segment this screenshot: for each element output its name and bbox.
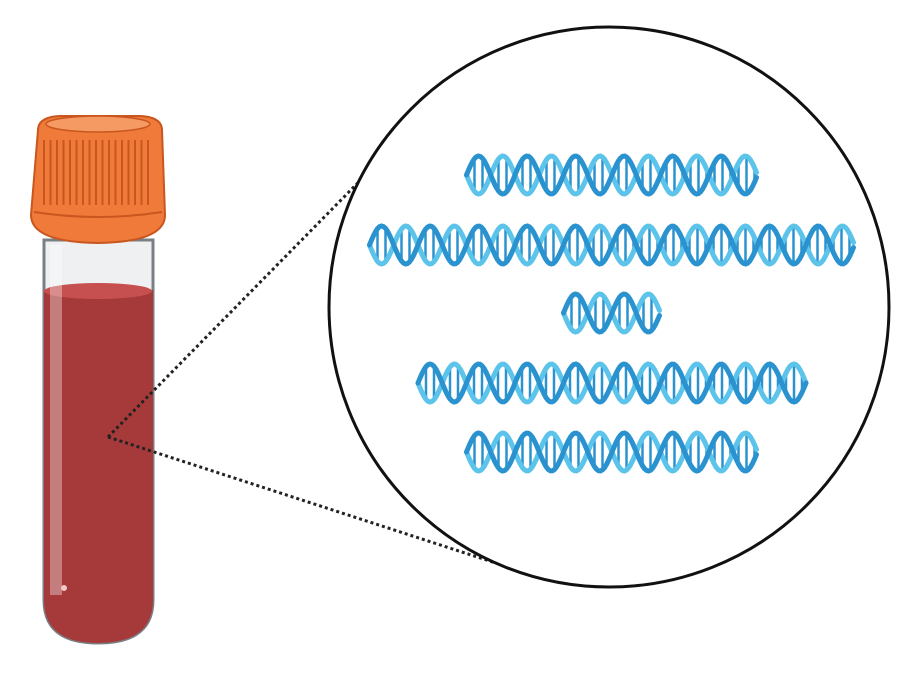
dna-backbone (367, 223, 856, 267)
blood-sample (44, 290, 153, 643)
dna-backbone (561, 291, 662, 335)
dna-helix (464, 430, 759, 474)
dna-helix (415, 361, 809, 405)
dna-backbone (464, 430, 759, 474)
tube-cap (29, 115, 167, 245)
dna-helix (464, 153, 759, 197)
blood-surface (44, 283, 152, 299)
dna-backbone (464, 153, 759, 197)
dna-strands (367, 153, 856, 474)
blood-collection-tube (42, 238, 155, 645)
dna-helix (367, 223, 856, 267)
dna-helix (561, 291, 662, 335)
dna-backbone (415, 361, 809, 405)
